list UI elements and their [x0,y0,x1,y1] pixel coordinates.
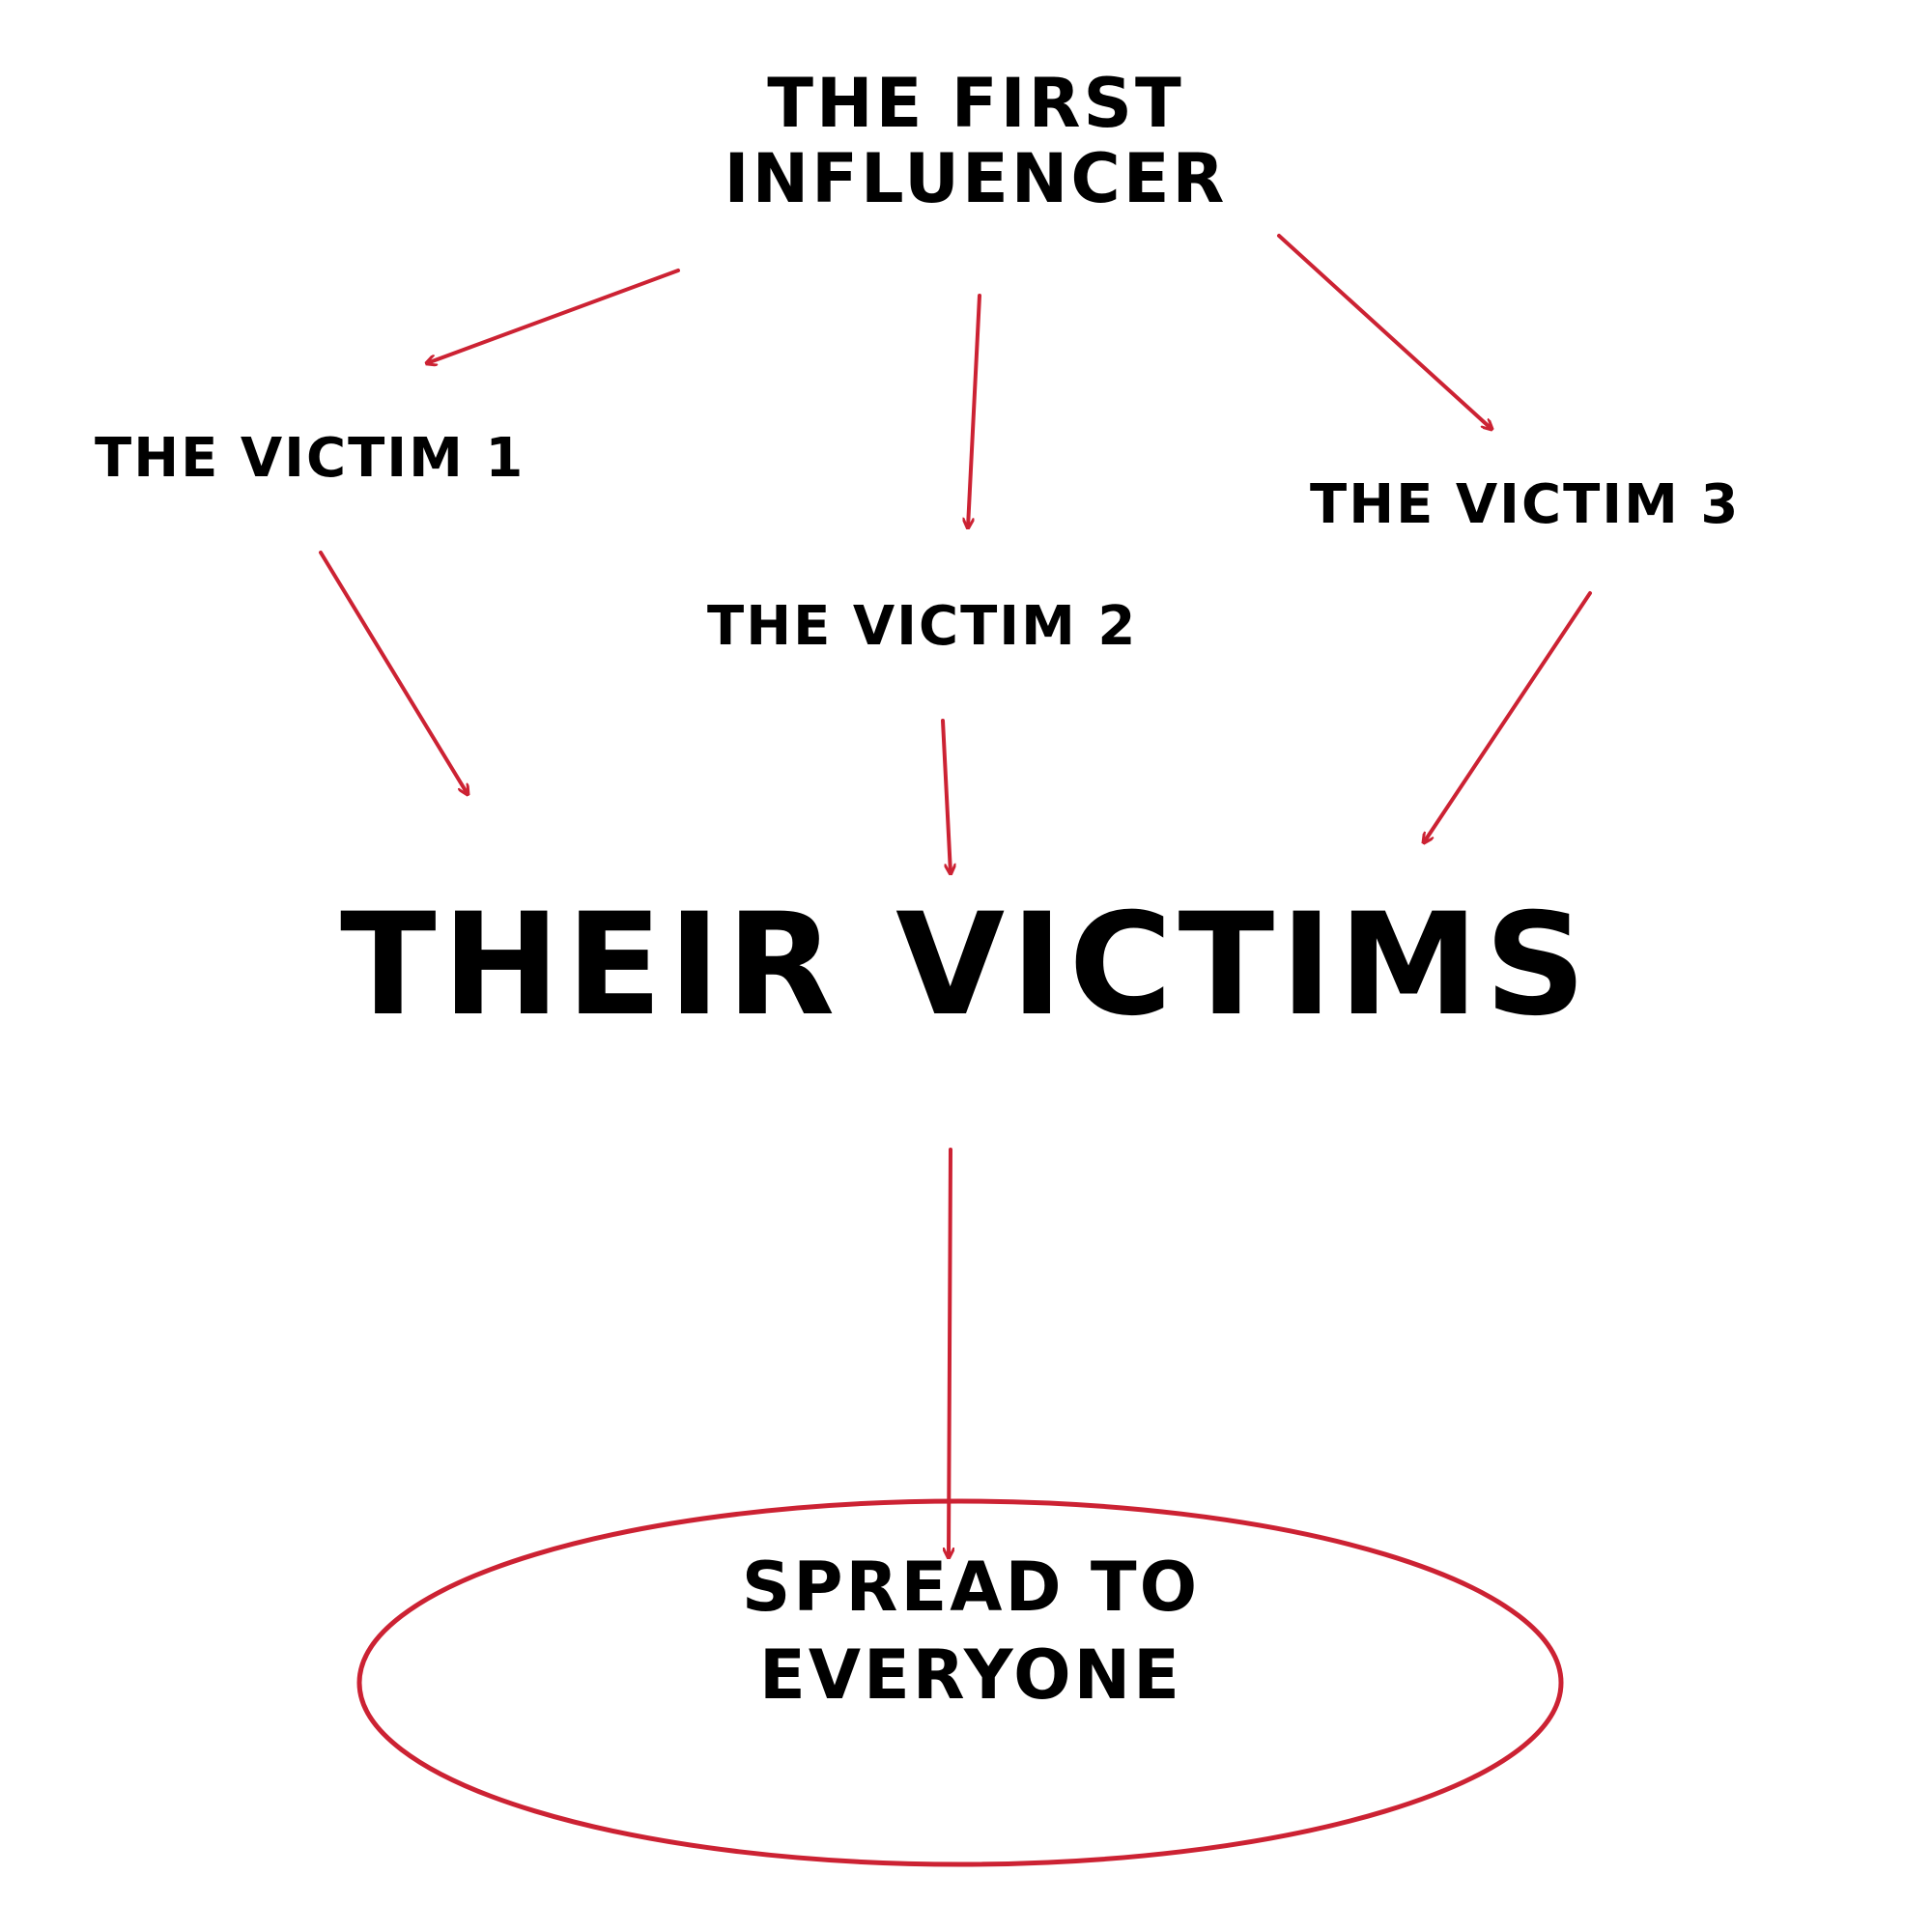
spread-line-2: everyone [759,1635,1182,1715]
first-influencer-line-1: The first [767,64,1184,143]
arrow-first-to-victim-1 [427,269,680,363]
spread-to-everyone-label: Spread to everyone [742,1544,1200,1719]
arrow-first-to-victim-2 [968,294,981,527]
arrow-victim-1-to-their-victims [319,551,468,794]
arrow-first-to-victim-3 [1277,234,1492,429]
spread-ellipse [356,1498,1564,1867]
their-victims-label: THEIR VICTIMS [340,883,1592,1047]
arrow-their-victims-to-spread [949,1148,951,1557]
spread-line-1: Spread to [741,1548,1201,1627]
arrow-victim-3-to-their-victims [1424,591,1592,842]
first-influencer-line-2: influencer [724,139,1228,219]
victim-2-label: THE Victim 2 [707,595,1138,658]
arrow-victim-2-to-their-victims [941,719,951,873]
first-influencer-label: The first influencer [724,66,1228,217]
edge-lines [319,234,1592,1557]
victim-3-label: THE victim 3 [1310,473,1741,536]
victim-1-label: THE Victim 1 [95,427,526,490]
